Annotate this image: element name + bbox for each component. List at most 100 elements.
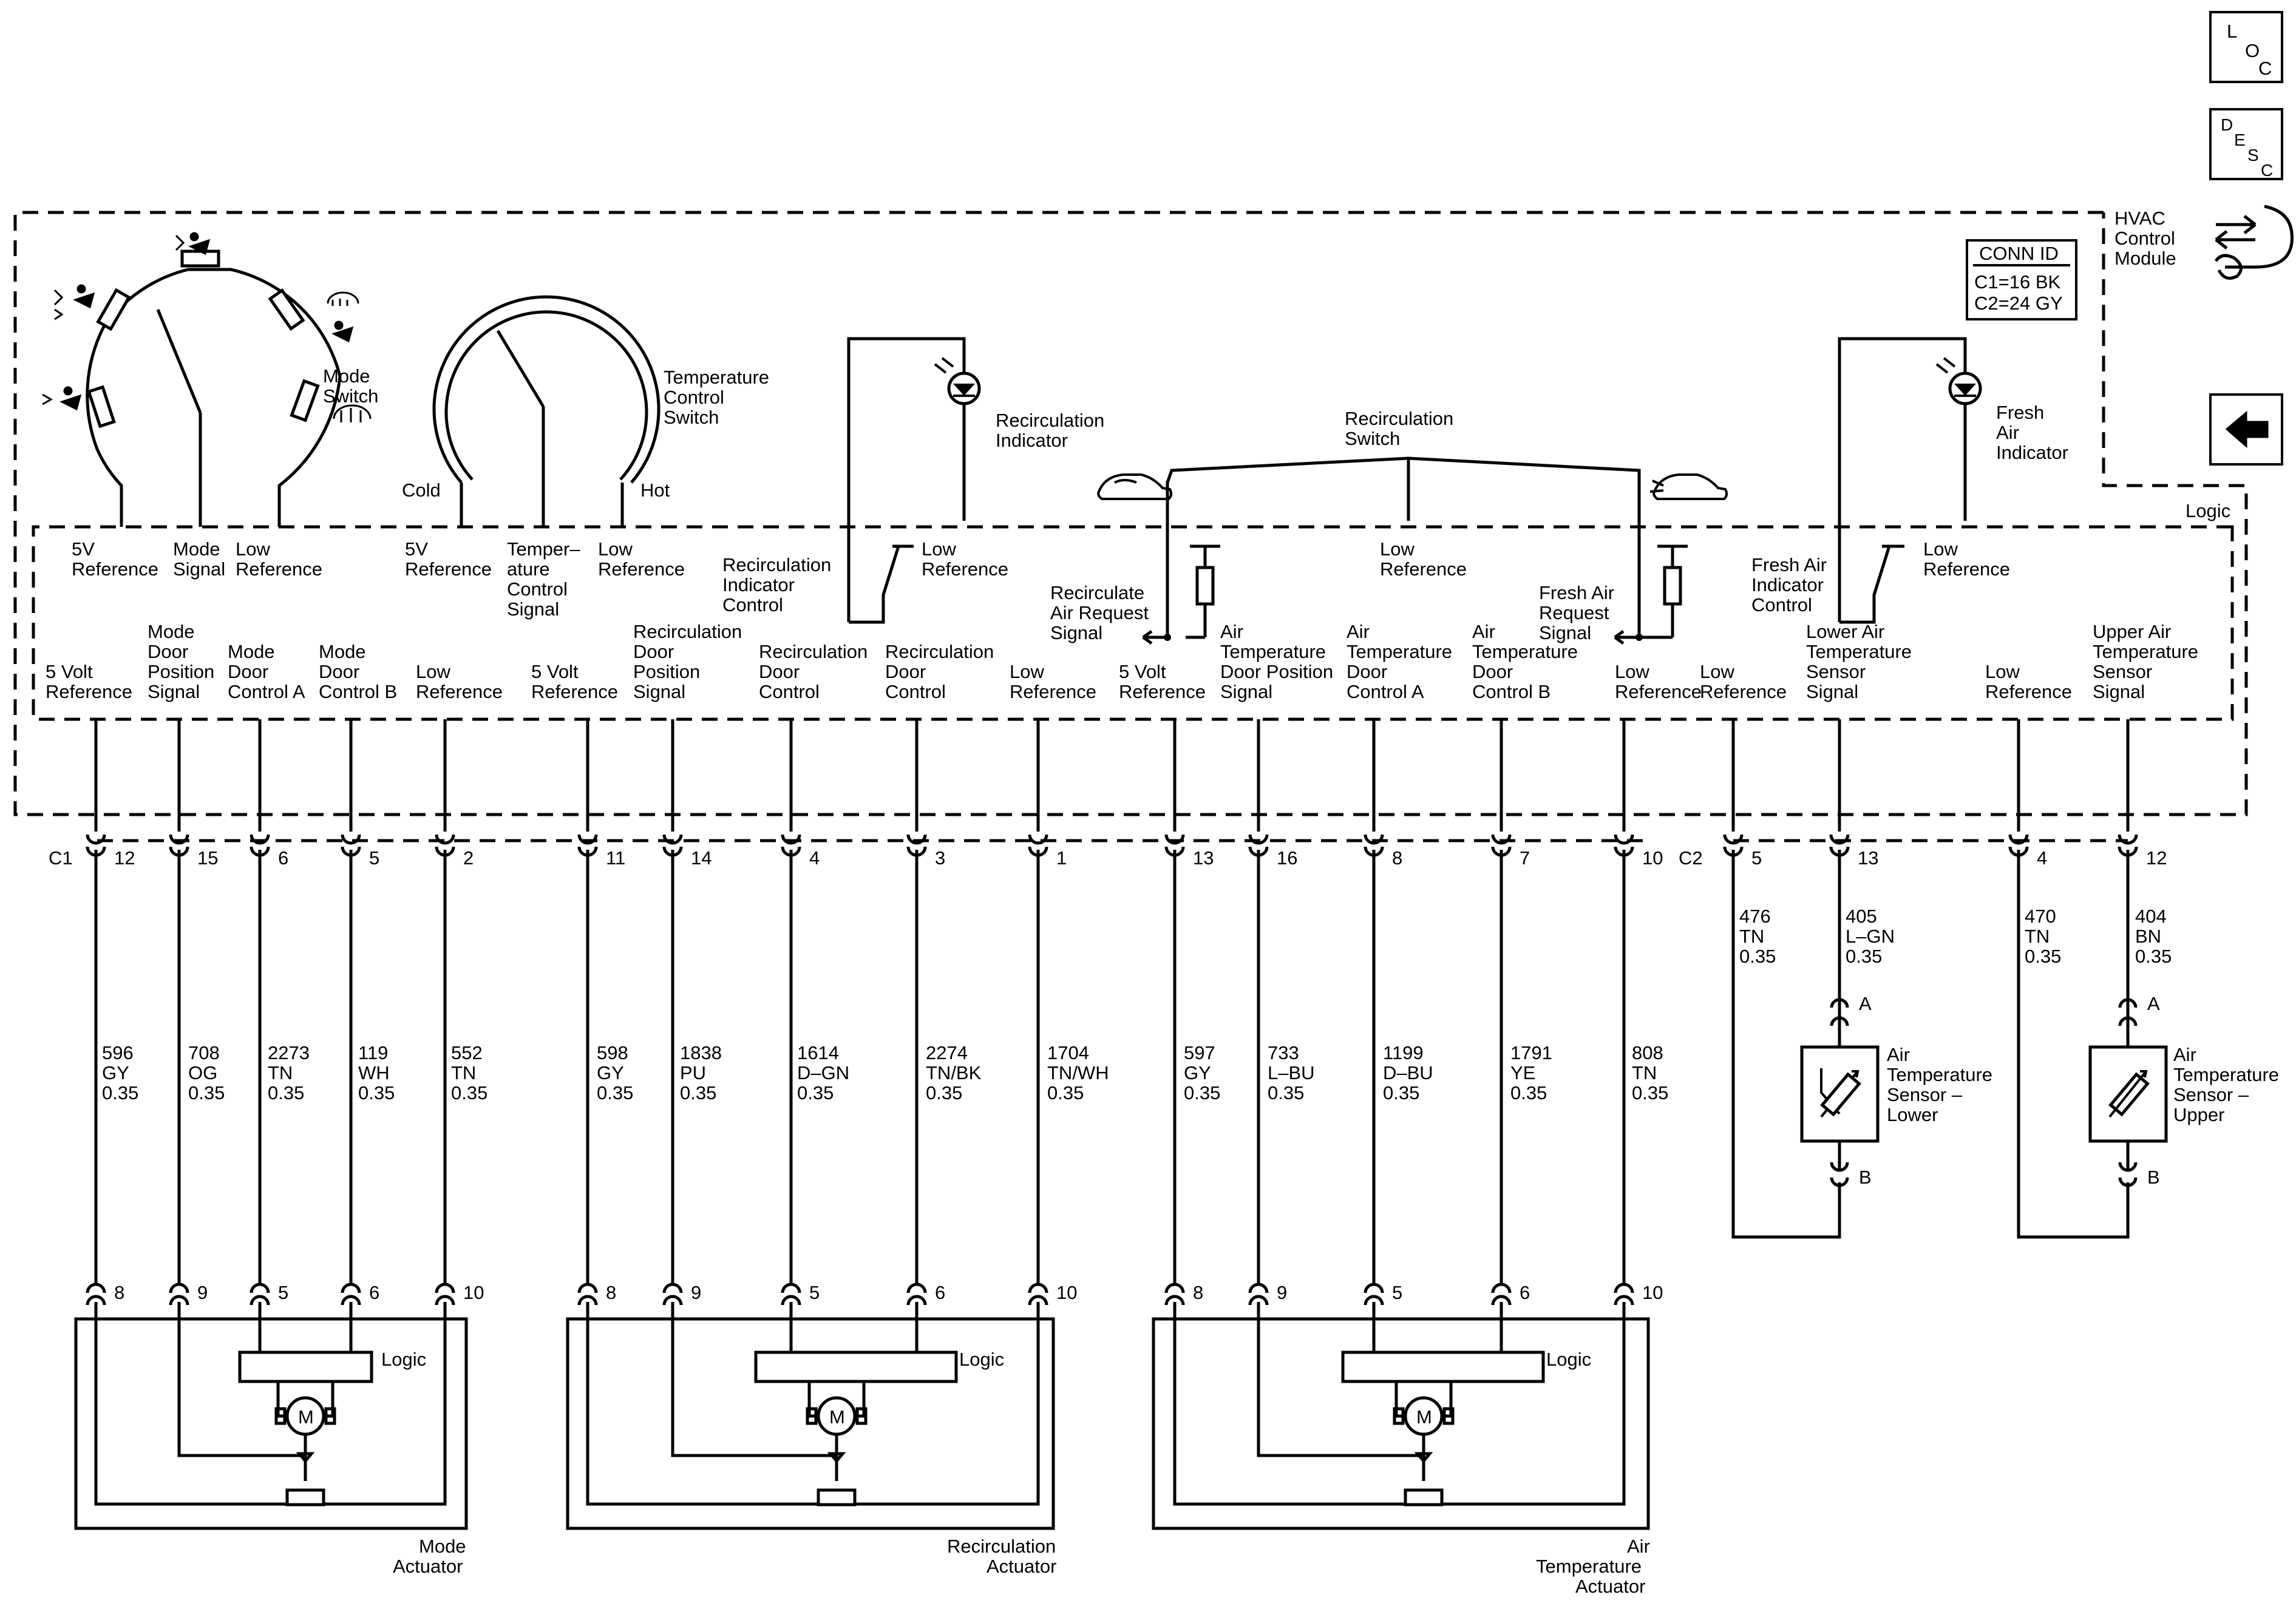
mode-contact-left-high bbox=[96, 288, 131, 331]
circuit-label-line: Door bbox=[319, 661, 359, 682]
wire-gauge: 0.35 bbox=[268, 1082, 304, 1103]
actuator-terminal bbox=[1491, 1283, 1512, 1306]
svg-text:Reference: Reference bbox=[1380, 558, 1467, 580]
air-temperature-sensor-lower: A B Air Temperature Sensor – Lower bbox=[1800, 993, 1992, 1188]
svg-text:ature: ature bbox=[507, 558, 550, 580]
mode-contact-top bbox=[180, 249, 220, 268]
svg-text:Air Request: Air Request bbox=[1050, 602, 1149, 623]
sensor-terminals bbox=[1830, 998, 2138, 1187]
svg-text:Recirculation: Recirculation bbox=[996, 410, 1104, 431]
svg-text:E: E bbox=[2234, 130, 2246, 149]
connector-pin-number: 12 bbox=[2146, 847, 2167, 869]
wire-color: D–GN bbox=[797, 1062, 849, 1083]
svg-text:Upper: Upper bbox=[2173, 1104, 2224, 1125]
wire-color: TN bbox=[451, 1062, 476, 1083]
wire-color: D–BU bbox=[1383, 1062, 1433, 1083]
svg-text:Low: Low bbox=[1380, 538, 1415, 560]
circuit-label-line: Temperature bbox=[2093, 641, 2198, 662]
circuit-label-line: Door bbox=[228, 661, 268, 682]
svg-text:C1=16 BK: C1=16 BK bbox=[1974, 271, 2061, 293]
svg-text:L: L bbox=[2227, 21, 2237, 42]
svg-text:Sensor –: Sensor – bbox=[1887, 1084, 1963, 1105]
back-arrow-icon[interactable] bbox=[2209, 393, 2283, 466]
wire-circuit-number: 733 bbox=[1268, 1042, 1299, 1063]
svg-text:Indicator: Indicator bbox=[1996, 442, 2068, 463]
actuator-terminal bbox=[1364, 1283, 1384, 1306]
wire-color: TN bbox=[268, 1062, 293, 1083]
circuit-label-line: Temperature bbox=[1806, 641, 1912, 662]
connector-pin-number: 13 bbox=[1193, 847, 1214, 869]
circuit-label-line: Sensor bbox=[1806, 661, 1866, 682]
svg-text:Control: Control bbox=[722, 594, 783, 615]
circuit-label-line: Low bbox=[1700, 661, 1734, 682]
circuit-label-line: Door Position bbox=[1220, 661, 1333, 682]
svg-text:Reference: Reference bbox=[236, 558, 322, 580]
wire-gauge: 0.35 bbox=[797, 1082, 834, 1103]
circuit-label-line: Temperature bbox=[1472, 641, 1578, 662]
svg-text:Air: Air bbox=[1627, 1536, 1650, 1557]
svg-text:Switch: Switch bbox=[1345, 428, 1400, 449]
svg-text:Low: Low bbox=[236, 538, 270, 560]
wire-circuit-number: 405 bbox=[1846, 906, 1877, 927]
upper-sensor-return-wire bbox=[2017, 850, 2130, 1239]
circuit-label-line: Air bbox=[1220, 621, 1243, 642]
connector-pin-number: 15 bbox=[197, 847, 218, 869]
wire-color: PU bbox=[680, 1062, 706, 1083]
floor-icon bbox=[42, 386, 82, 411]
actuator-pin-number: 8 bbox=[606, 1282, 616, 1303]
actuator-terminal bbox=[1614, 1283, 1634, 1306]
circuit-label-line: Door bbox=[148, 641, 188, 662]
wire-circuit-number: 597 bbox=[1184, 1042, 1215, 1063]
wire-circuit-number: 1704 bbox=[1047, 1042, 1089, 1063]
circuit-label-line: Control B bbox=[319, 681, 397, 702]
circuit-label-line: Temperature bbox=[1347, 641, 1452, 662]
connector-end-view-icon[interactable] bbox=[2214, 205, 2294, 280]
connector-pin-number: 4 bbox=[2037, 847, 2047, 869]
circuit-label-line: Reference bbox=[1700, 681, 1787, 702]
svg-text:Control: Control bbox=[507, 578, 568, 600]
actuator-pin-number: 9 bbox=[1277, 1282, 1287, 1303]
svg-text:C: C bbox=[2261, 161, 2273, 180]
defrost-icon bbox=[333, 404, 372, 422]
actuator-terminal bbox=[577, 1283, 598, 1306]
svg-text:Air: Air bbox=[2173, 1044, 2196, 1065]
circuit-label-line: Door bbox=[885, 661, 926, 682]
wire-circuit-number: 119 bbox=[358, 1042, 388, 1063]
mode-contact-left-low bbox=[87, 385, 116, 429]
wire-gauge: 0.35 bbox=[2135, 946, 2172, 967]
circuit-label-line: Reference bbox=[1119, 681, 1206, 702]
svg-text:Signal: Signal bbox=[507, 598, 559, 620]
actuator-terminal bbox=[435, 1283, 455, 1306]
svg-text:Reference: Reference bbox=[922, 558, 1008, 580]
svg-text:Indicator: Indicator bbox=[996, 430, 1068, 451]
wire-circuit-number: 1199 bbox=[1383, 1042, 1424, 1063]
loc-icon[interactable]: L O C bbox=[2209, 11, 2283, 83]
svg-text:HVAC: HVAC bbox=[2114, 208, 2165, 229]
connector-pin-number: 13 bbox=[1858, 847, 1878, 869]
circuit-label-line: Door bbox=[1347, 661, 1387, 682]
desc-icon[interactable]: D E S C bbox=[2209, 108, 2283, 180]
logic-boundary bbox=[32, 525, 2234, 721]
svg-text:Air: Air bbox=[1996, 422, 2019, 443]
connector-pin-number: 14 bbox=[691, 847, 712, 869]
wire-gauge: 0.35 bbox=[358, 1082, 395, 1103]
circuit-label-line: Low bbox=[1615, 661, 1649, 682]
circuit-7: RecirculationDoorPositionSignal141838PU0… bbox=[633, 621, 742, 1306]
air-temperature-sensor-upper: A B Air Temperature Sensor – Upper bbox=[2088, 993, 2279, 1188]
wire-color: GY bbox=[1184, 1062, 1211, 1083]
svg-text:Reference: Reference bbox=[72, 558, 158, 580]
connector-pin-number: 4 bbox=[809, 847, 820, 869]
circuit-label-line: Door bbox=[1472, 661, 1513, 682]
svg-text:Reference: Reference bbox=[598, 558, 685, 580]
wire-gauge: 0.35 bbox=[597, 1082, 633, 1103]
circuit-label-line: Door bbox=[633, 641, 674, 662]
svg-text:B: B bbox=[1859, 1167, 1872, 1188]
connector-pin-number: 3 bbox=[935, 847, 945, 869]
